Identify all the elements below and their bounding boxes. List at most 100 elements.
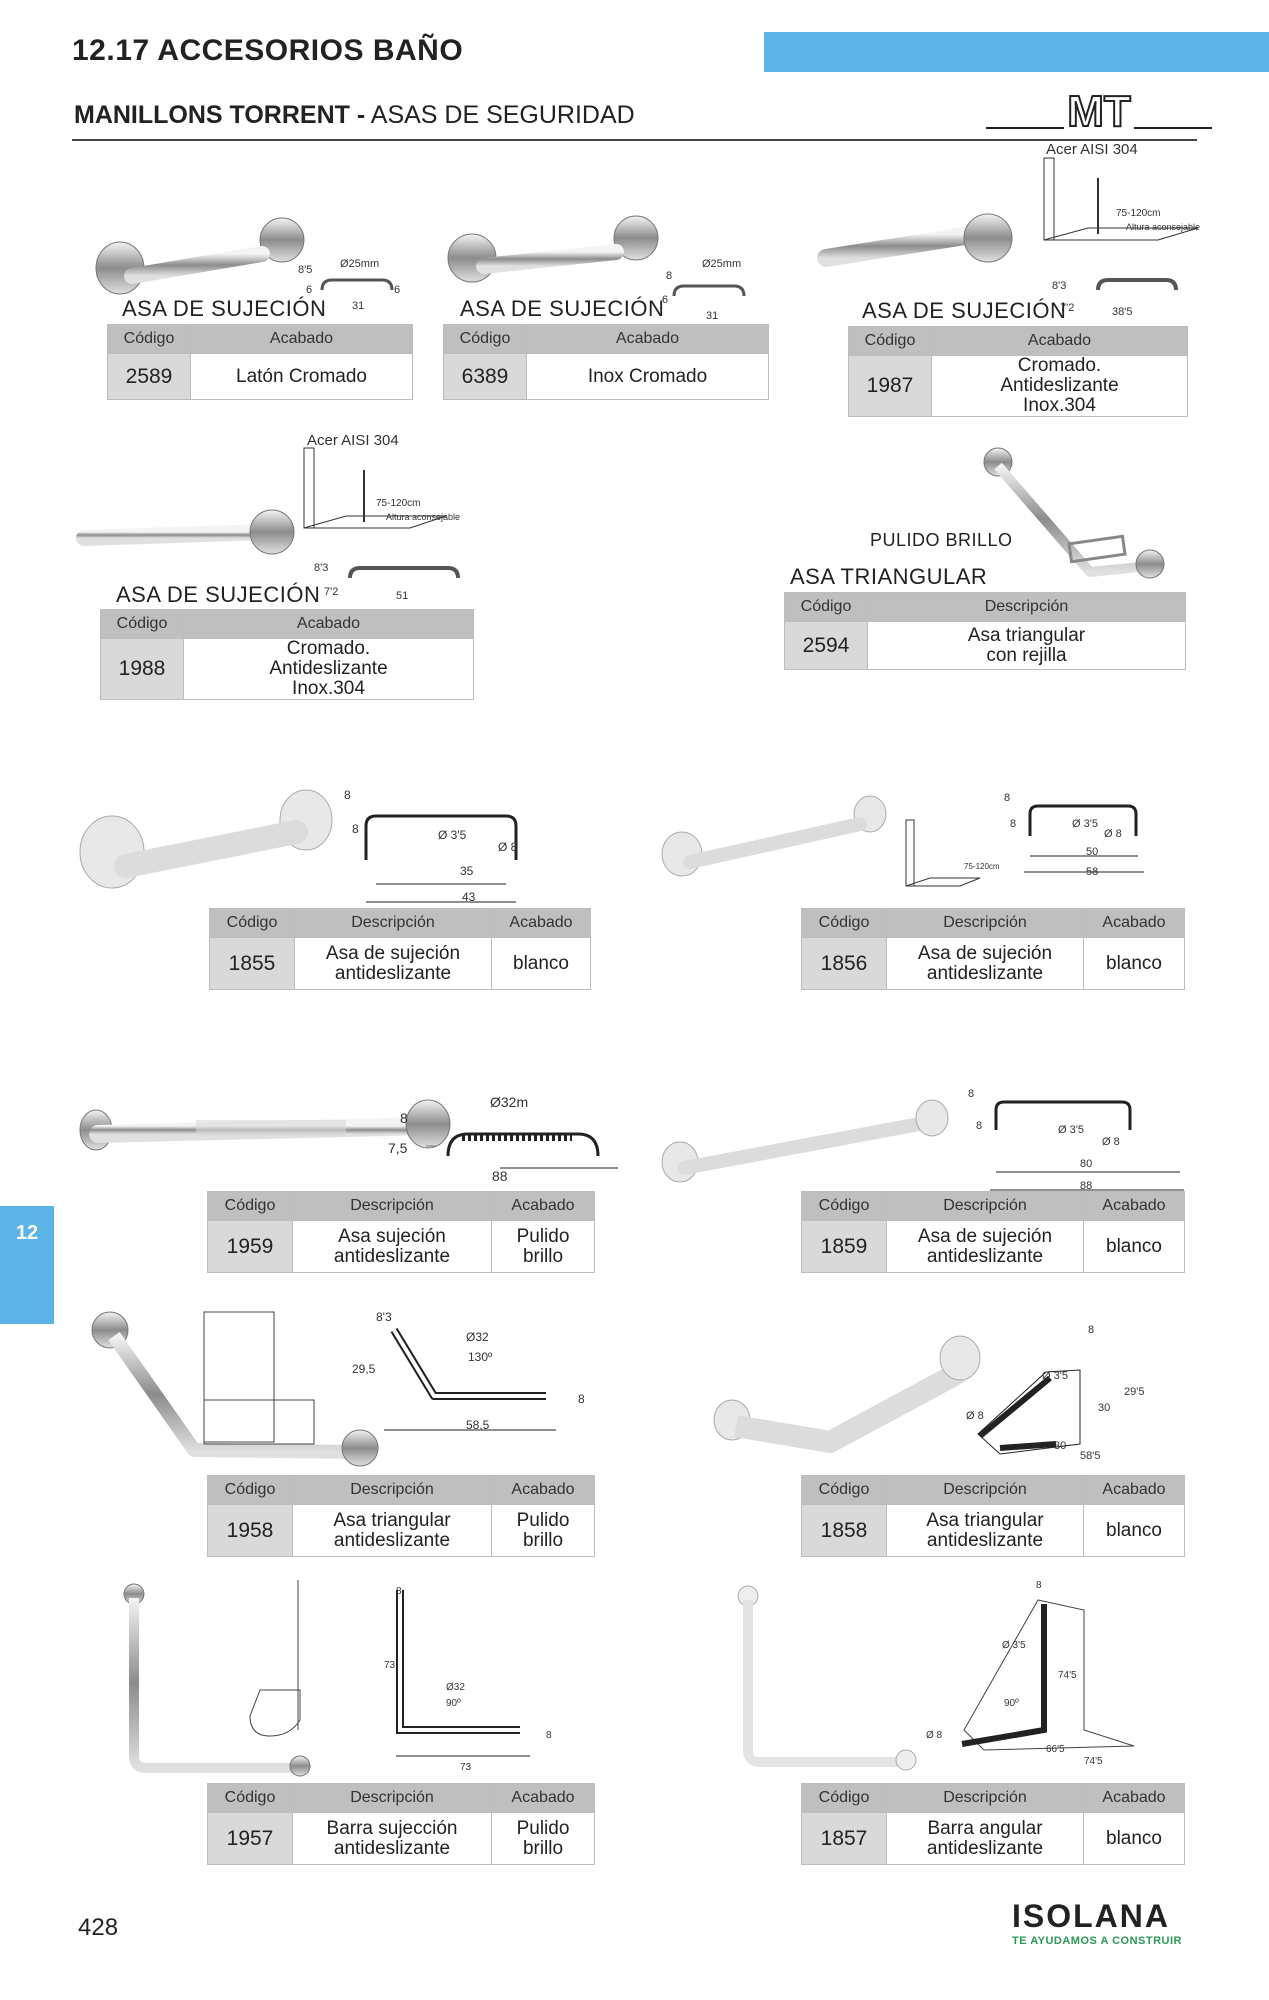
triangular-polished-bar-illustration xyxy=(91,1311,556,1467)
dim-total-length: 43 xyxy=(462,890,476,904)
col-code: Código xyxy=(207,1475,293,1505)
install-height: 75-120cm xyxy=(964,862,1000,871)
dim-height: 8 xyxy=(1088,1324,1095,1336)
subtitle-category: ASAS DE SEGURIDAD xyxy=(370,101,635,129)
material-note: Acer AISI 304 xyxy=(1046,141,1138,158)
dim-length: 58,5 xyxy=(466,1418,490,1432)
logo-text: MT xyxy=(1067,88,1131,132)
white-grab-bar-xl-illustration xyxy=(661,1099,1184,1191)
dim-base-diameter: Ø 8 xyxy=(1104,828,1122,840)
dim-diameter: Ø32m xyxy=(490,1094,529,1110)
product-label: ASA DE SUJECIÓN xyxy=(122,296,327,321)
col-description: Descripción xyxy=(886,908,1084,938)
dim-total-length: 74'5 xyxy=(1084,1756,1103,1767)
install-note: Altura aconsejable xyxy=(386,512,461,522)
chapter-tab[interactable]: 12 xyxy=(0,1206,54,1324)
dim-rise: 29'5 xyxy=(1124,1386,1145,1398)
dim-length: 31 xyxy=(352,300,365,312)
dim-angle: 130º xyxy=(468,1350,493,1364)
dim-base-diameter: Ø 8 xyxy=(926,1730,943,1741)
mt-logo: MT xyxy=(986,88,1212,132)
dim-base-diameter: Ø 8 xyxy=(1102,1136,1120,1148)
dim-top: 8 xyxy=(1036,1580,1042,1591)
material-note: Acer AISI 304 xyxy=(307,432,399,449)
subtitle-brand: MANILLONS TORRENT - xyxy=(74,101,366,129)
dim-depth: 6 xyxy=(662,294,669,306)
col-code: Código xyxy=(801,908,887,938)
dim-height: 8 xyxy=(1004,792,1011,804)
product-label: ASA DE SUJECIÓN xyxy=(460,296,665,321)
dim-diameter: Ø25mm xyxy=(702,258,742,270)
col-code: Código xyxy=(801,1475,887,1505)
col-finish: Acabado xyxy=(491,908,591,938)
col-finish: Acabado xyxy=(190,324,413,354)
dim-total-length: 88 xyxy=(1080,1180,1093,1192)
grab-bar-inox-illustration xyxy=(447,215,746,297)
product-label: ASA DE SUJECIÓN xyxy=(862,298,1067,323)
col-finish: Acabado xyxy=(1083,1191,1185,1221)
product-code: 1959 xyxy=(207,1220,293,1273)
col-code: Código xyxy=(209,908,295,938)
white-grab-bar-illustration xyxy=(79,789,518,903)
dim-height: 8 xyxy=(968,1088,975,1100)
col-code: Código xyxy=(207,1191,293,1221)
dim-tube-diameter: Ø 3'5 xyxy=(1072,818,1098,830)
col-description: Descripción xyxy=(292,1783,492,1813)
install-note: Altura aconsejable xyxy=(1126,222,1201,232)
col-description: Descripción xyxy=(294,908,492,938)
col-code: Código xyxy=(207,1783,293,1813)
dim-rise: 29,5 xyxy=(352,1362,376,1376)
grab-bar-antislip-long-illustration xyxy=(76,447,460,579)
col-finish: Acabado xyxy=(491,1191,595,1221)
isolana-logo: ISOLANA TE AYUDAMOS A CONSTRUIR xyxy=(1012,1898,1212,1947)
dim-height: 8 xyxy=(400,1110,408,1126)
dim-tube-diameter: Ø 3'5 xyxy=(1058,1124,1084,1136)
dim-base-diameter: Ø 8 xyxy=(498,840,518,854)
col-finish: Acabado xyxy=(183,609,474,639)
col-finish: Acabado xyxy=(1083,1783,1185,1813)
dim-depth: 7'2 xyxy=(1060,302,1075,314)
dim-side: 30 xyxy=(1098,1402,1111,1414)
product-finish: Inox Cromado xyxy=(526,353,769,400)
dim-total-length: 58 xyxy=(1086,866,1099,878)
col-code: Código xyxy=(107,324,191,354)
product-finish: blanco xyxy=(1083,1812,1185,1865)
install-height: 75-120cm xyxy=(1116,208,1161,219)
col-description: Descripción xyxy=(886,1783,1084,1813)
product-code: 2594 xyxy=(784,621,868,670)
product-finish: Pulido brillo xyxy=(491,1220,595,1273)
dim-base-diameter: Ø 8 xyxy=(966,1410,984,1422)
dim-depth-right: 6 xyxy=(394,284,401,296)
dim-tube-diameter: Ø 3'5 xyxy=(1042,1370,1068,1382)
col-description: Descripción xyxy=(867,592,1186,622)
product-finish-label: PULIDO BRILLO xyxy=(870,530,1013,550)
product-finish: Pulido brillo xyxy=(491,1812,595,1865)
dim-length: 38'5 xyxy=(1112,306,1133,318)
triangular-grab-bar-illustration xyxy=(983,447,1165,579)
product-label: ASA DE SUJECIÓN xyxy=(116,582,321,607)
dim-height: 8'3 xyxy=(1052,280,1067,292)
dim-inner-length: 80 xyxy=(1080,1158,1093,1170)
product-finish: Latón Cromado xyxy=(190,353,413,400)
dim-inner-length: 50 xyxy=(1086,846,1099,858)
grab-bar-chrome-illustration xyxy=(95,217,394,295)
dim-tube-diameter: Ø 3'5 xyxy=(1002,1640,1026,1651)
product-code: 1855 xyxy=(209,937,295,990)
dim-height: 8 xyxy=(666,270,673,282)
col-code: Código xyxy=(784,592,868,622)
product-code: 1856 xyxy=(801,937,887,990)
dim-depth: 6 xyxy=(306,284,313,296)
dim-depth: 7,5 xyxy=(388,1140,408,1156)
col-description: Descripción xyxy=(292,1191,492,1221)
